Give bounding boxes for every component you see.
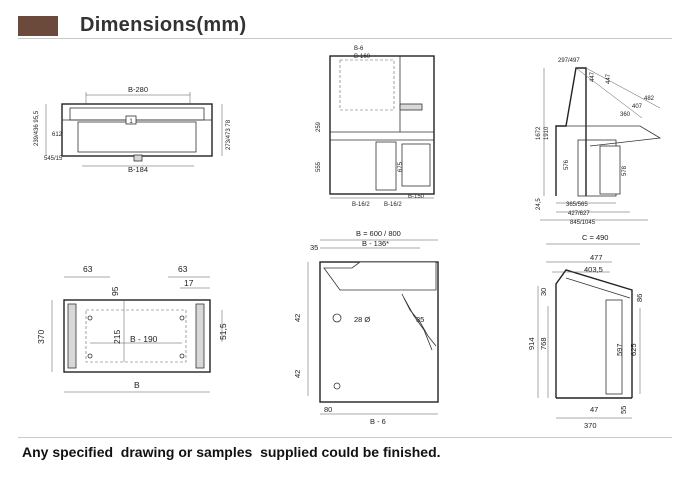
front-bottom-right-label: 35 [416, 315, 424, 324]
drawing-side-bottom: C = 490 477 403,5 30 86 914 768 597 625 … [527, 233, 644, 430]
profile-label-9: 24,5 [536, 198, 542, 210]
profile-label-5: 482 [644, 96, 655, 102]
side-bottom-right2-label: 597 [615, 343, 624, 356]
front-bottom-bottom-left-label: 80 [324, 405, 332, 414]
side-top-bottom-label-1: B-16/2 [352, 202, 370, 208]
profile-label-6: 360 [620, 112, 631, 118]
side-bottom-bottom2-label: 55 [619, 406, 628, 414]
side-bottom-left1-label: 30 [539, 288, 548, 296]
front-top-width-label: B-280 [128, 85, 148, 94]
side-bottom-t1-label: 477 [590, 253, 603, 262]
side-top-mid-label: 675 [398, 161, 404, 172]
front-top-left-label-1: 239/436 95,5 [34, 110, 40, 146]
side-top-label-b160: B-160 [354, 54, 371, 60]
front-bottom-left1-label: 42 [293, 314, 302, 322]
front-bottom-top-label: B = 600 / 800 [356, 229, 401, 238]
profile-label-10: 365/565 [566, 202, 588, 208]
header-divider [18, 38, 672, 39]
drawing-plan-bottom: 63 63 17 95 370 215 B - 190 51,5 B [36, 264, 228, 393]
side-bottom-right3-label: 625 [629, 343, 638, 356]
plan-bottom-label: B [134, 380, 140, 390]
side-bottom-left3-label: 768 [539, 337, 548, 350]
front-top-small-label: 545/15 [44, 156, 63, 162]
side-top-left-label-2: 555 [316, 161, 322, 172]
front-top-left-label-2: 612 [52, 132, 63, 138]
section-header: Dimensions(mm) [18, 14, 672, 40]
front-bottom-bottom-label: B - 6 [370, 417, 386, 426]
profile-label-2: 447 [590, 71, 596, 82]
drawing-front-bottom: B = 600 / 800 B - 136* 35 28 Ø 35 42 42 … [293, 229, 439, 426]
profile-label-7: 1672 [536, 126, 542, 140]
profile-label-1: 297/497 [558, 58, 580, 64]
front-top-right-label: 273/473 78 [226, 119, 232, 150]
marker-label: 1 [129, 119, 133, 125]
profile-label-13: 576 [564, 159, 570, 170]
side-bottom-t2-label: 403,5 [584, 265, 603, 274]
plan-left-label: 370 [36, 330, 46, 344]
drawing-profile-top: 297/497 447 447 407 482 360 1672 1910 24… [536, 58, 662, 226]
header-accent-bar [18, 16, 58, 36]
profile-label-12: 845/1045 [570, 220, 596, 226]
side-bottom-top-label: C = 490 [582, 233, 608, 242]
side-bottom-bottom1-label: 47 [590, 405, 598, 414]
side-bottom-left2-label: 914 [527, 337, 536, 350]
side-bottom-right1-label: 86 [635, 294, 644, 302]
profile-label-8: 1910 [544, 126, 550, 140]
drawing-side-top: B-6 B-160 259 555 675 B-16/2 B-16/2 B-15… [316, 46, 435, 208]
footer-note: Any specified drawing or samples supplie… [22, 444, 441, 460]
profile-label-14: 578 [622, 165, 628, 176]
plan-mid-label: 215 [112, 330, 122, 344]
side-top-bottom-label-3: B-150 [408, 194, 425, 200]
front-bottom-left2-label: 42 [293, 370, 302, 378]
plan-top-left-label: 63 [83, 264, 93, 274]
drawing-front-top: 1 B-280 B-184 239/436 95,5 612 545/15 27… [34, 85, 232, 174]
side-top-label-b6: B-6 [354, 46, 364, 52]
front-bottom-left-top-label: 35 [310, 243, 318, 252]
side-bottom-bottom3-label: 370 [584, 421, 597, 430]
plan-right-top-label: 17 [184, 278, 194, 288]
page-title: Dimensions(mm) [80, 14, 247, 36]
front-top-bottom-label: B-184 [128, 165, 148, 174]
profile-label-4: 407 [632, 104, 643, 110]
front-bottom-top2-label: B - 136* [362, 239, 389, 248]
front-bottom-hole-label: 28 Ø [354, 315, 370, 324]
plan-top-right-label: 63 [178, 264, 188, 274]
plan-inner-label: B - 190 [130, 334, 158, 344]
plan-right-label: 51,5 [218, 323, 228, 340]
profile-label-11: 427/627 [568, 211, 590, 217]
footer-divider [18, 437, 672, 438]
profile-label-3: 447 [606, 73, 612, 84]
side-top-left-label-1: 259 [316, 121, 322, 132]
side-top-bottom-label-2: B-16/2 [384, 202, 402, 208]
plan-mid-top-label: 95 [110, 286, 120, 296]
